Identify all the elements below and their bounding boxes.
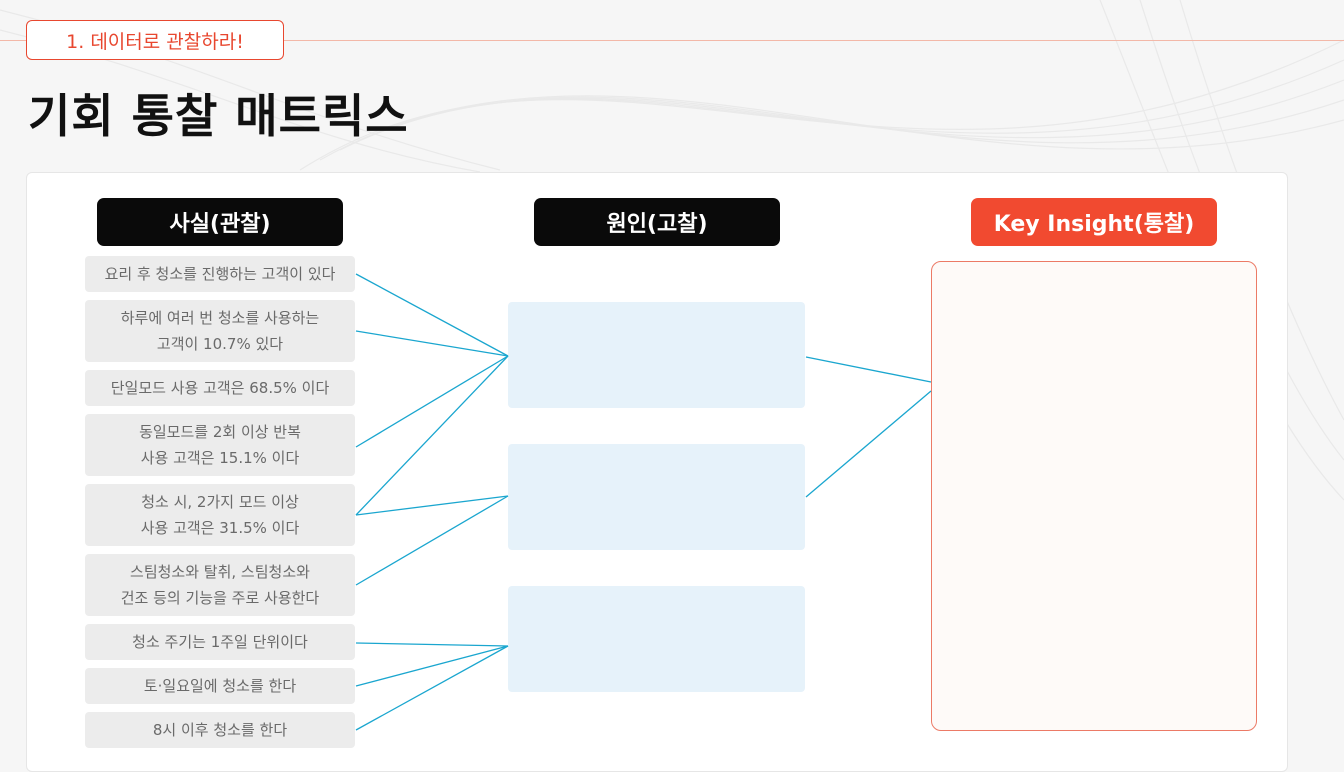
fact-item: 청소 시, 2가지 모드 이상 사용 고객은 31.5% 이다 bbox=[85, 484, 355, 546]
fact-item: 청소 주기는 1주일 단위이다 bbox=[85, 624, 355, 660]
connector-line bbox=[355, 355, 509, 448]
connector-line bbox=[355, 495, 509, 516]
fact-item: 토·일요일에 청소를 한다 bbox=[85, 668, 355, 704]
cause-box-3[interactable] bbox=[508, 586, 805, 692]
key-insight-box[interactable] bbox=[931, 261, 1257, 731]
header-divider bbox=[0, 40, 1344, 41]
fact-item: 요리 후 청소를 진행하는 고객이 있다 bbox=[85, 256, 355, 292]
connector-line bbox=[355, 273, 509, 357]
fact-item: 동일모드를 2회 이상 반복 사용 고객은 15.1% 이다 bbox=[85, 414, 355, 476]
section-tag: 1. 데이터로 관찰하라! bbox=[26, 20, 284, 60]
insight-column-header: Key Insight(통찰) bbox=[971, 198, 1217, 246]
causes-column-header: 원인(고찰) bbox=[534, 198, 780, 246]
fact-item: 8시 이후 청소를 한다 bbox=[85, 712, 355, 748]
cause-box-1[interactable] bbox=[508, 302, 805, 408]
fact-item: 하루에 여러 번 청소를 사용하는 고객이 10.7% 있다 bbox=[85, 300, 355, 362]
connector-line bbox=[355, 495, 509, 586]
connector-line bbox=[355, 642, 509, 647]
cause-box-2[interactable] bbox=[508, 444, 805, 550]
connector-line bbox=[805, 390, 932, 498]
connector-line bbox=[355, 645, 509, 731]
connector-line bbox=[355, 645, 509, 687]
fact-item: 스팀청소와 탈취, 스팀청소와 건조 등의 기능을 주로 사용한다 bbox=[85, 554, 355, 616]
fact-item: 단일모드 사용 고객은 68.5% 이다 bbox=[85, 370, 355, 406]
connector-line bbox=[355, 330, 509, 357]
connector-line bbox=[805, 356, 932, 383]
connector-line bbox=[355, 355, 509, 516]
facts-column-header: 사실(관찰) bbox=[97, 198, 343, 246]
page-title: 기회 통찰 매트릭스 bbox=[28, 89, 409, 143]
